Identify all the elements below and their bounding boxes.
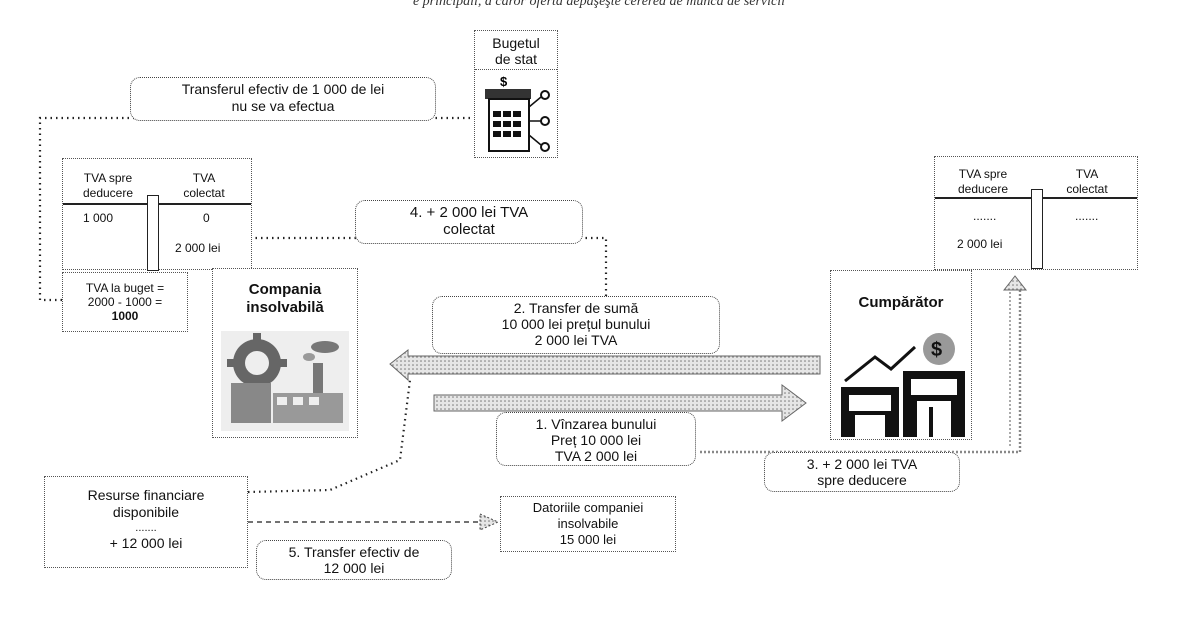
ledger-credit-value-1: 0 xyxy=(203,211,210,225)
buyer-ledger-credit-placeholder: ....... xyxy=(1075,209,1099,223)
buyer-label: Cumpărător xyxy=(858,294,944,311)
ledger-credit-value-2: 2 000 lei xyxy=(175,241,221,255)
buyer-ledger-debit-value: 2 000 lei xyxy=(957,237,1003,251)
money-pot-icon: $ xyxy=(485,74,550,152)
resources-to-company-connector xyxy=(247,379,412,494)
buyer-box: Cumpărător $ xyxy=(830,270,972,440)
step4-connector xyxy=(250,236,608,300)
debts-arrowhead xyxy=(479,513,500,531)
dollar-icon: $ xyxy=(931,339,942,361)
buyer-ledger-debit-placeholder: ....... xyxy=(973,209,997,223)
sale-arrow xyxy=(433,384,807,422)
ledger-arrowhead xyxy=(1002,275,1028,291)
vat-to-budget-text: TVA la buget =2000 - 1000 =1000 xyxy=(85,281,165,323)
cropped-header-text: e principali, a căror ofertă depăşeşte c… xyxy=(412,0,786,9)
svg-text:$: $ xyxy=(500,74,508,89)
ledger-debit-value: 1 000 xyxy=(83,211,114,225)
buyer-to-ledger-connector xyxy=(700,286,1022,454)
vat-to-budget-box: TVA la buget =2000 - 1000 =1000 xyxy=(62,272,188,332)
buildings-growth-icon: $ xyxy=(841,333,965,437)
transfer-arrow xyxy=(389,348,821,382)
factory-gear-icon xyxy=(221,331,349,431)
